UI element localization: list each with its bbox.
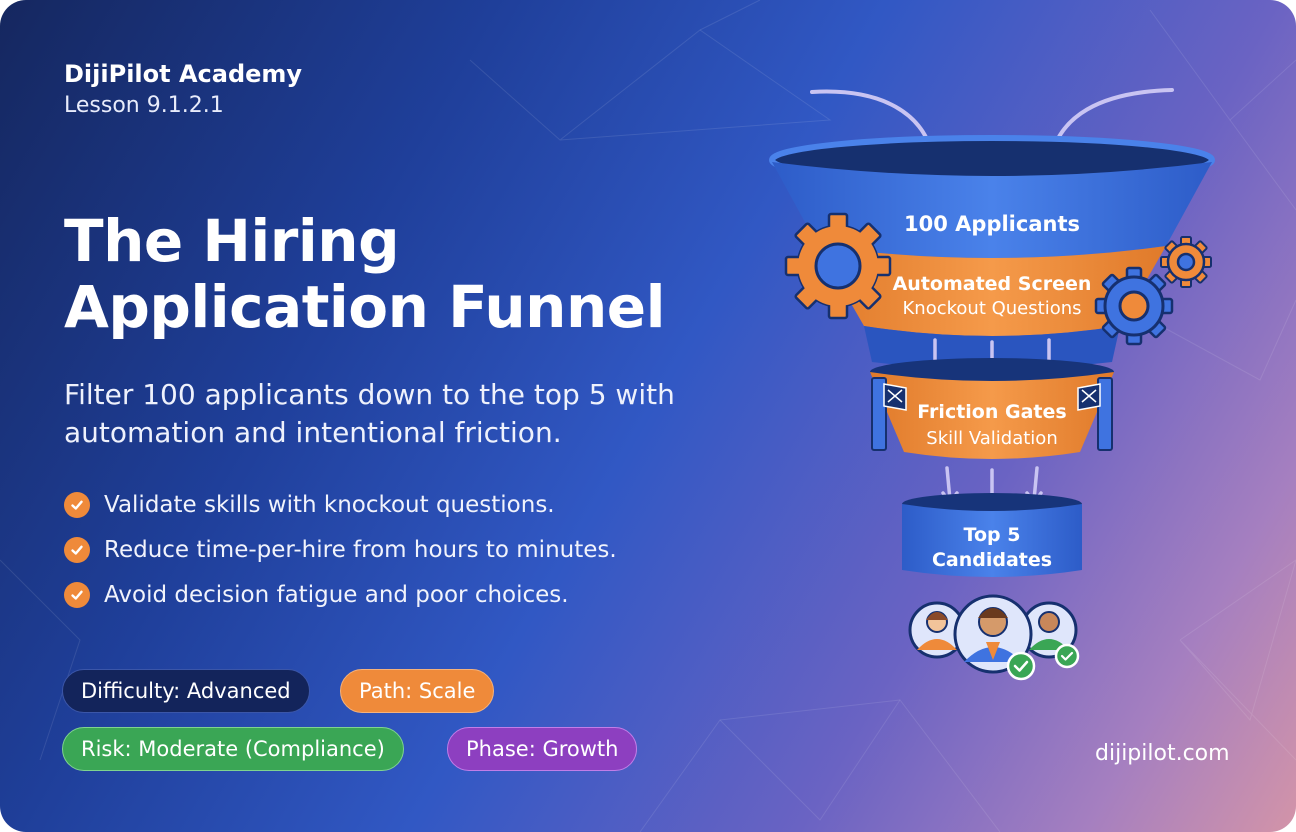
brand-name: DijiPilot Academy bbox=[64, 60, 303, 88]
funnel-stage-3 bbox=[870, 372, 1114, 459]
gear-icon bbox=[784, 212, 892, 320]
check-icon bbox=[64, 536, 90, 563]
difficulty-tag: Difficulty: Advanced bbox=[62, 669, 310, 713]
page-title: The Hiring Application Funnel bbox=[64, 207, 665, 341]
list-item-text: Reduce time-per-hire from hours to minut… bbox=[104, 536, 617, 563]
website-url: dijipilot.com bbox=[1095, 741, 1230, 766]
gate-icon bbox=[1077, 377, 1113, 451]
check-icon bbox=[64, 491, 90, 518]
funnel-stage-2 bbox=[818, 246, 1166, 336]
list-item: Validate skills with knockout questions. bbox=[64, 482, 617, 527]
checkmark-badge-icon bbox=[1054, 643, 1080, 669]
list-item-text: Validate skills with knockout questions. bbox=[104, 491, 555, 518]
check-icon bbox=[64, 581, 90, 608]
stage-3-subtitle: Skill Validation bbox=[926, 428, 1057, 449]
benefit-list: Validate skills with knockout questions.… bbox=[64, 482, 617, 617]
stage-4-line-1: Top 5 bbox=[964, 524, 1021, 546]
path-tag: Path: Scale bbox=[340, 669, 495, 713]
avatar-icon bbox=[908, 601, 966, 659]
list-item: Avoid decision fatigue and poor choices. bbox=[64, 572, 617, 617]
lesson-number: Lesson 9.1.2.1 bbox=[64, 93, 224, 118]
checkmark-badge-icon bbox=[1006, 651, 1036, 681]
page-subtitle: Filter 100 applicants down to the top 5 … bbox=[64, 378, 675, 449]
gear-icon bbox=[1160, 236, 1212, 288]
phase-tag: Phase: Growth bbox=[447, 727, 638, 771]
stage-1-title: 100 Applicants bbox=[904, 212, 1080, 236]
stage-2-subtitle: Knockout Questions bbox=[903, 298, 1082, 319]
gate-icon bbox=[871, 377, 907, 451]
funnel-stage-1 bbox=[772, 162, 1212, 258]
gear-icon bbox=[1094, 266, 1174, 346]
avatar-icon bbox=[1020, 601, 1078, 659]
avatar-icon bbox=[953, 594, 1033, 674]
stage-3-title: Friction Gates bbox=[917, 401, 1066, 423]
funnel-stage-4 bbox=[902, 504, 1082, 577]
stage-4-line-2: Candidates bbox=[932, 549, 1052, 571]
list-item-text: Avoid decision fatigue and poor choices. bbox=[104, 581, 569, 608]
risk-tag: Risk: Moderate (Compliance) bbox=[62, 727, 404, 771]
list-item: Reduce time-per-hire from hours to minut… bbox=[64, 527, 617, 572]
stage-2-title: Automated Screen bbox=[893, 273, 1092, 295]
